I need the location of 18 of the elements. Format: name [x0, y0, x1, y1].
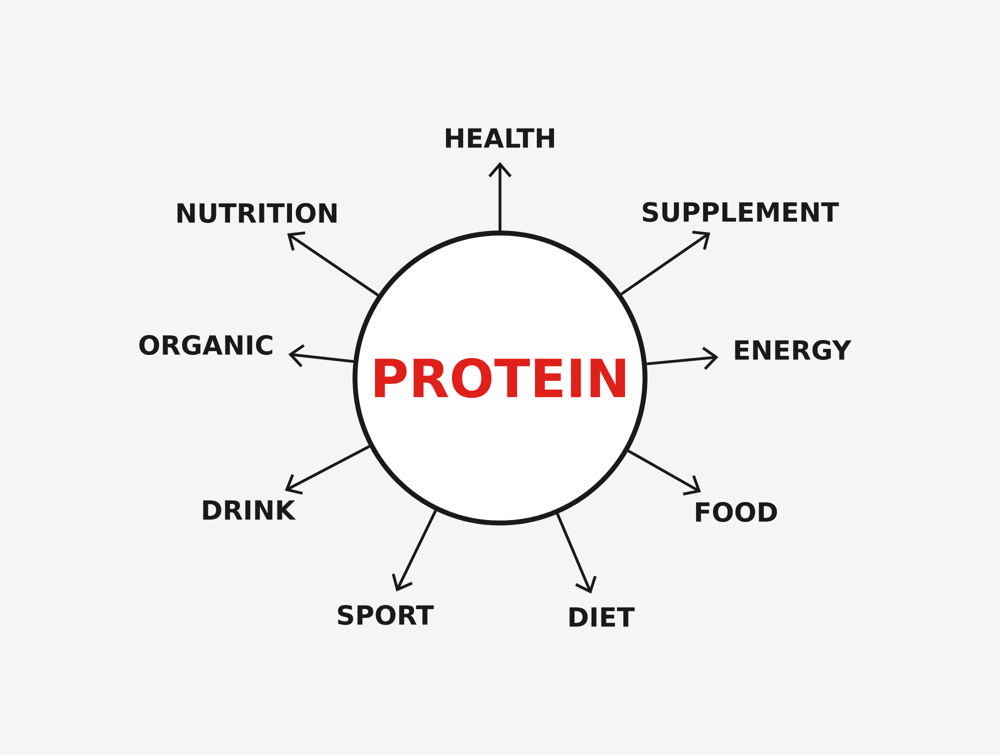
arrow — [284, 445, 370, 495]
arrow — [620, 230, 710, 296]
topic-label: HEALTH — [446, 128, 554, 148]
topic-label: FOOD — [696, 502, 777, 522]
topic-label: ORGANIC — [139, 335, 272, 355]
arrow — [628, 450, 701, 496]
topic-label: ENERGY — [735, 340, 852, 360]
arrow — [287, 232, 379, 296]
topic-label: SPORT — [338, 605, 434, 625]
arrow — [646, 346, 718, 370]
arrow — [392, 510, 437, 592]
arrow — [288, 344, 354, 368]
topic-label: NUTRITION — [178, 203, 336, 223]
arrow — [488, 162, 512, 231]
topic-label: DRINK — [203, 500, 296, 520]
topic-label: DIET — [570, 607, 635, 627]
topic-label: SUPPLEMENT — [642, 202, 839, 222]
arrow — [556, 513, 597, 594]
